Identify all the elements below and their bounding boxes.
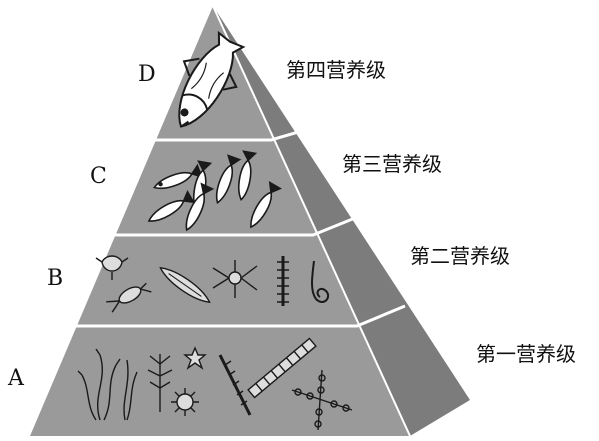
chain-alga-icon xyxy=(247,337,317,399)
spiky-cell-icon xyxy=(171,388,199,416)
level-c-name: 第三营养级 xyxy=(342,152,442,176)
level-b-name: 第二营养级 xyxy=(410,244,510,268)
level-d-letter: D xyxy=(138,62,156,87)
worm-icon xyxy=(159,266,211,304)
level-b-letter: B xyxy=(47,266,64,291)
cross-chain-alga-icon xyxy=(291,369,353,431)
seaweed-icon xyxy=(77,348,121,421)
level-c-letter: C xyxy=(90,164,107,189)
tier-d-organisms xyxy=(178,30,246,128)
small-fish-icon xyxy=(153,163,203,190)
water-flea-icon xyxy=(212,260,258,298)
divider-d-c xyxy=(140,126,313,142)
small-fish-icon xyxy=(250,180,282,229)
tier-c-organisms xyxy=(147,150,282,232)
level-d-name: 第四营养级 xyxy=(286,58,386,82)
star-alga-icon xyxy=(183,346,207,370)
tier-b-organisms xyxy=(95,255,330,313)
rotifer-icon xyxy=(95,255,129,280)
pyramid-front-face xyxy=(30,6,410,436)
spiral-worm-icon xyxy=(311,260,330,303)
level-a-name: 第一营养级 xyxy=(476,342,576,366)
pyramid-side-face xyxy=(213,6,470,436)
copepod-icon xyxy=(106,282,152,313)
tier-a-organisms xyxy=(77,337,353,431)
predator-fish-icon xyxy=(178,30,246,128)
level-a-letter: A xyxy=(8,366,24,391)
seaweed-icon xyxy=(123,359,138,421)
divider-b-a xyxy=(62,304,406,328)
pyramid-edge xyxy=(212,5,411,437)
filament-alga-icon xyxy=(218,354,252,416)
small-fish-icon xyxy=(238,150,258,202)
small-fish-icon xyxy=(185,182,215,232)
pyramid xyxy=(30,5,470,437)
small-fish-icon xyxy=(147,190,196,222)
small-fish-icon xyxy=(215,154,242,204)
divider-c-b xyxy=(100,214,361,237)
segmented-larva-icon xyxy=(277,256,289,306)
tier-dividers xyxy=(62,126,406,328)
branching-alga-icon xyxy=(147,354,173,412)
